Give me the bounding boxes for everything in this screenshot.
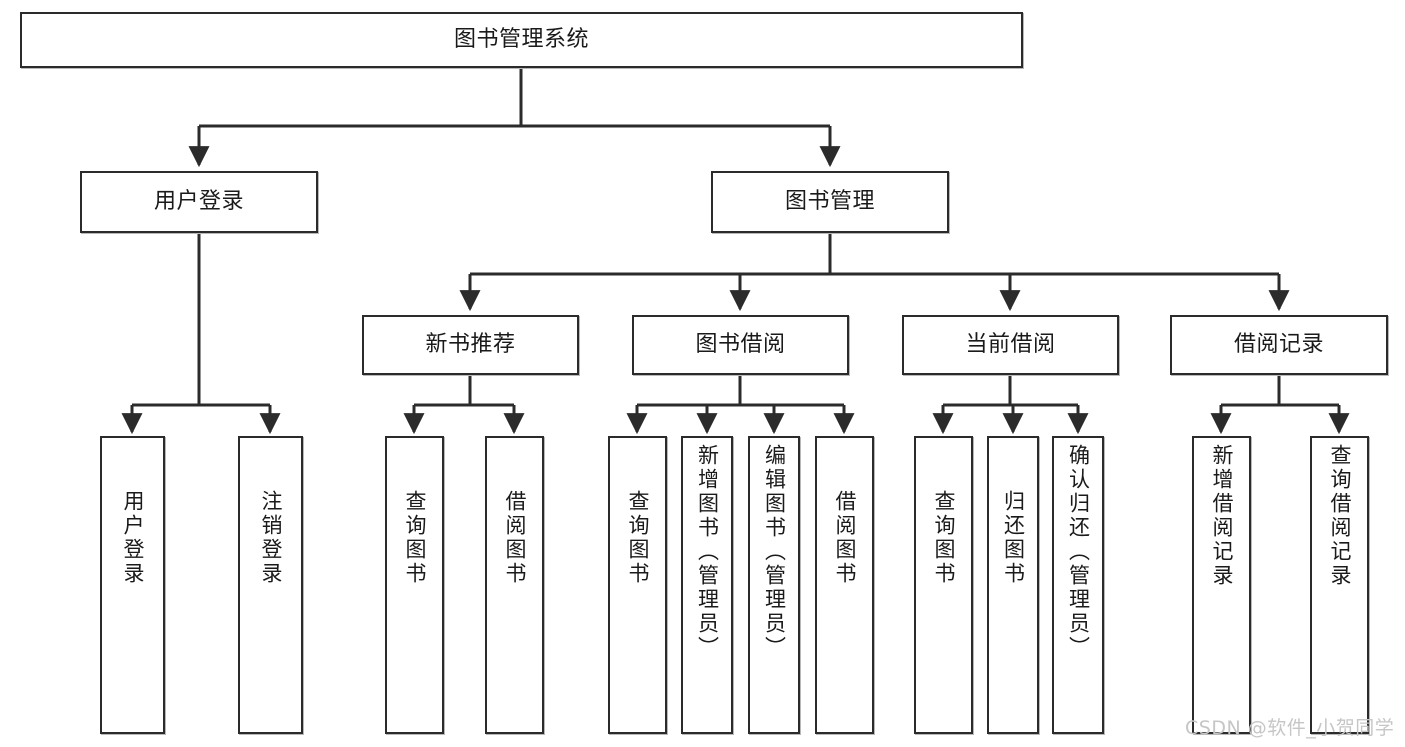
node-label-leaf-query-book-2: 查询图书 [626,490,650,586]
node-new-book-rec: 新书推荐 [362,315,579,375]
node-leaf-user-login: 用户登录 [100,436,165,734]
node-leaf-edit-book: 编辑图书（管理员） [748,436,800,734]
node-book-manage: 图书管理 [711,171,949,233]
node-label-leaf-add-book: 新增图书（管理员） [695,444,720,660]
node-label-book-manage: 图书管理 [784,188,875,214]
node-leaf-confirm-return: 确认归还（管理员） [1052,436,1104,734]
node-leaf-query-book-3: 查询图书 [914,436,973,734]
node-leaf-query-record: 查询借阅记录 [1310,436,1369,734]
node-leaf-borrow-book-2: 借阅图书 [815,436,874,734]
node-label-leaf-logout: 注销登录 [259,490,283,586]
node-leaf-query-book-1: 查询图书 [385,436,444,734]
node-label-leaf-confirm-return: 确认归还（管理员） [1066,444,1091,660]
node-leaf-add-record: 新增借阅记录 [1192,436,1251,734]
node-label-leaf-add-record: 新增借阅记录 [1210,444,1234,588]
node-label-new-book-rec: 新书推荐 [425,331,516,357]
node-label-user-login: 用户登录 [153,188,244,214]
node-leaf-borrow-book-1: 借阅图书 [485,436,544,734]
node-leaf-add-book: 新增图书（管理员） [681,436,733,734]
node-label-root: 图书管理系统 [453,26,589,52]
node-label-leaf-query-record: 查询借阅记录 [1328,444,1352,588]
node-root: 图书管理系统 [20,12,1023,68]
node-current-borrow: 当前借阅 [902,315,1119,375]
node-leaf-query-book-2: 查询图书 [608,436,667,734]
node-book-borrow: 图书借阅 [632,315,849,375]
node-label-book-borrow: 图书借阅 [695,331,786,357]
node-label-leaf-return-book: 归还图书 [1001,490,1026,586]
node-label-leaf-query-book-3: 查询图书 [932,490,956,586]
node-label-leaf-edit-book: 编辑图书（管理员） [762,444,787,660]
csdn-watermark: CSDN @软件_小贺同学 [1185,717,1395,739]
node-label-leaf-borrow-book-2: 借阅图书 [833,490,857,586]
node-label-leaf-borrow-book-1: 借阅图书 [503,490,527,586]
node-label-borrow-record: 借阅记录 [1233,331,1324,357]
node-leaf-logout: 注销登录 [238,436,303,734]
node-borrow-record: 借阅记录 [1170,315,1388,375]
node-label-leaf-user-login: 用户登录 [121,490,145,586]
node-label-leaf-query-book-1: 查询图书 [403,490,427,586]
node-label-current-borrow: 当前借阅 [965,331,1056,357]
node-leaf-return-book: 归还图书 [987,436,1039,734]
node-user-login: 用户登录 [80,171,318,233]
